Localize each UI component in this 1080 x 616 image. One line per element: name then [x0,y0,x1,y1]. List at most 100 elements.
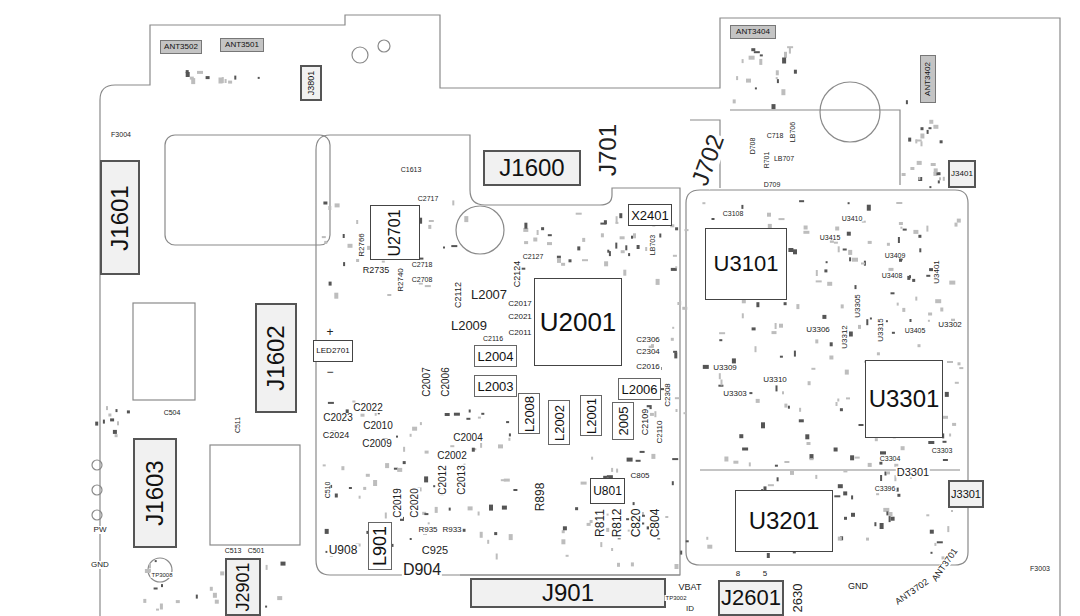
pad [225,79,227,83]
pad [782,391,784,394]
pad [851,513,855,517]
pad [930,530,934,534]
pad [917,161,922,165]
display-area [165,135,330,245]
pad [947,361,953,363]
part-label: F3003 [1029,565,1051,572]
part-label: TP3008 [150,572,173,578]
part-label: R812 [611,508,623,539]
part-label: U3401 [933,259,941,285]
pad [508,438,510,441]
pad [889,516,891,522]
pad [834,495,840,497]
pad [115,434,118,437]
part-label: U3302 [937,321,963,329]
part-label: L2009 [450,319,488,332]
pad [410,434,412,437]
pad [266,565,268,570]
pad [611,468,613,472]
pad [746,79,751,83]
part-designator: L2003 [477,380,513,393]
pad [891,517,895,521]
pad [742,448,748,451]
pad [498,444,503,448]
pad [816,280,822,282]
pad [810,458,814,460]
part-label: U3312 [841,324,849,350]
pad [892,332,895,334]
part-label: C3108 [722,210,745,217]
pad [897,303,899,306]
pad [703,365,709,369]
part-label: R935 [417,526,438,534]
pad [768,484,774,486]
pad [627,458,633,462]
part-designator: X2401 [631,209,669,222]
pad [601,233,604,237]
pad [793,249,797,254]
part-label: U3305 [854,293,862,319]
pad [335,203,340,207]
pad [899,222,903,225]
pad [334,293,338,299]
connector-outline: J1600 [483,150,581,186]
pad [343,234,345,238]
part-label: R701 [763,151,770,170]
mount-hole [352,47,368,63]
pad [575,507,578,510]
part-label: J701 [596,123,620,177]
part-label: U3415 [819,234,842,241]
pad [674,352,677,358]
pad [837,399,839,402]
pad [927,130,929,134]
pad [616,216,618,222]
pad [870,318,872,320]
pad [876,493,879,495]
test-point [148,558,172,582]
pad [348,244,353,248]
part-designator: J1601 [108,185,132,250]
part-label: TP3002 [664,595,687,601]
pad [907,276,910,280]
pad [794,351,796,357]
pad [749,392,752,394]
connector-outline: J1603 [133,438,177,548]
pad [611,548,613,551]
part-label: C2306 [635,336,661,344]
pad [867,205,871,211]
pad [509,534,513,540]
chip-outline: U2701 [370,205,420,260]
pad [494,532,497,535]
display-area [133,303,195,400]
pad [524,241,528,244]
part-designator: L2008 [523,395,536,431]
pad [673,351,677,353]
part-label: 8 [735,570,741,578]
pad [156,609,159,611]
pad [784,404,787,408]
pad [677,302,679,305]
pad [628,253,630,256]
part-label: ID [685,605,695,613]
part-label: R898 [534,482,546,513]
pad [428,225,431,229]
pad [466,418,470,420]
pad [651,454,655,459]
pad [672,481,674,485]
pad [827,282,832,286]
pad [951,510,953,512]
part-label: LB707 [773,155,795,162]
pad [807,442,811,445]
pad [834,448,838,452]
part-label: J702 [687,131,728,190]
part-label: R933 [441,526,462,534]
part-label: C1613 [400,166,423,173]
pad [373,480,377,486]
pad [468,506,473,510]
pad [767,553,770,558]
part-label: C925 [421,545,449,556]
part-label: C2304 [635,348,661,356]
pad [811,368,815,370]
pad [845,370,849,375]
pad [424,476,428,482]
